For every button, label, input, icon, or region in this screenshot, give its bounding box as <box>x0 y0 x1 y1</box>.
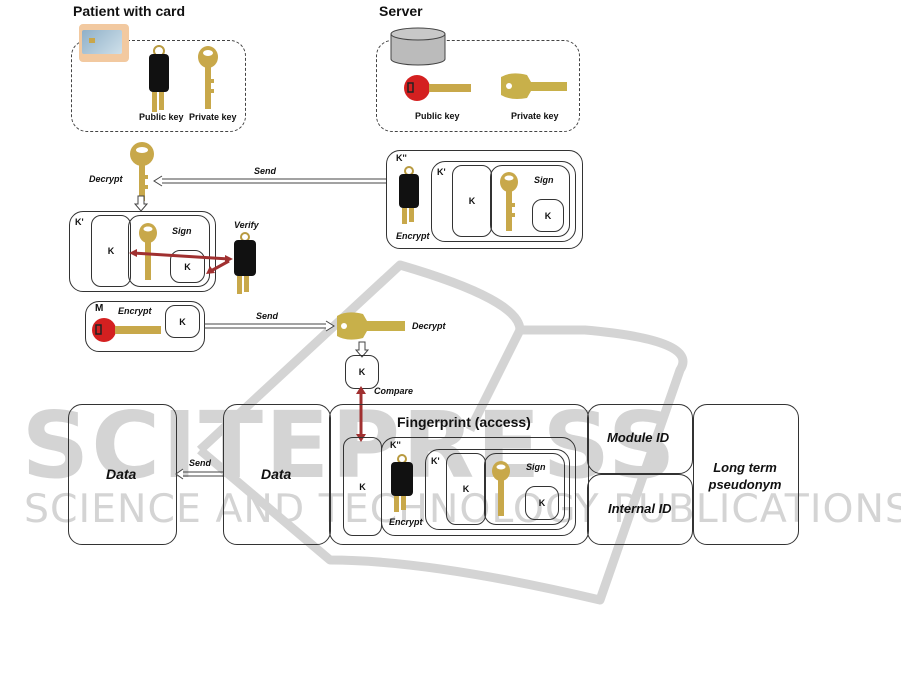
fingerprint-sign-label: Sign <box>526 462 546 472</box>
send-arrow-2 <box>204 320 335 332</box>
data-left-label: Data <box>106 466 137 482</box>
smart-card-icon <box>79 24 129 62</box>
decrypt-label-2: Decrypt <box>412 321 446 331</box>
internal-id-box <box>587 474 693 545</box>
server-k1-label: K' <box>437 167 446 177</box>
server-sign-key-icon <box>500 172 518 231</box>
compare-label: Compare <box>374 386 414 396</box>
server-k2-package <box>386 150 583 249</box>
message-package <box>85 301 205 352</box>
module-id-box <box>587 404 693 474</box>
server-encrypt-label: Encrypt <box>396 231 430 241</box>
data-right-box <box>223 404 331 545</box>
fingerprint-inner-k-box: K <box>446 453 486 525</box>
fingerprint-encrypt-key-icon <box>391 454 413 512</box>
server-private-key-label: Private key <box>511 111 559 121</box>
patient-signed-k-box: K <box>170 250 205 283</box>
patient-group <box>71 40 246 132</box>
patient-k1-label: K' <box>75 217 84 227</box>
server-public-key-label: Public key <box>415 111 460 121</box>
fingerprint-k-box: K <box>343 437 382 536</box>
patient-sign-box <box>128 215 210 287</box>
verify-key-icon <box>234 232 256 294</box>
patient-public-key-label: Public key <box>139 112 184 122</box>
patient-k-box: K <box>91 215 131 287</box>
patient-private-key-icon <box>198 46 218 109</box>
patient-private-key-label: Private key <box>189 112 237 122</box>
verify-arrows <box>129 249 233 274</box>
long-term-pseudonym-label: Long term pseudonym <box>708 460 782 492</box>
fingerprint-sign-key-icon <box>492 461 510 516</box>
message-encrypt-label: Encrypt <box>118 306 152 316</box>
send-label-1: Send <box>254 166 277 176</box>
server-sign-box <box>490 165 570 237</box>
fingerprint-signed-k-box: K <box>525 486 559 520</box>
verify-label: Verify <box>234 220 259 230</box>
fingerprint-k1-label: K' <box>431 456 440 466</box>
module-id-label: Module ID <box>607 430 670 445</box>
send-arrow-1 <box>153 175 386 187</box>
server-private-key-icon <box>501 73 567 99</box>
fingerprint-k2-package <box>381 437 576 536</box>
fingerprint-box <box>329 404 589 545</box>
fingerprint-k1-package <box>425 449 570 530</box>
patient-title: Patient with card <box>73 3 186 19</box>
server-encrypt-key-icon <box>399 166 419 224</box>
compare-arrow <box>356 386 366 442</box>
patient-sign-label: Sign <box>172 226 192 236</box>
fingerprint-k2-label: K'' <box>390 440 401 450</box>
down-arrow-1 <box>133 195 149 212</box>
fingerprint-title: Fingerprint (access) <box>397 414 531 430</box>
message-encrypt-key-icon <box>92 318 161 342</box>
server-group <box>376 40 580 132</box>
decrypt-label-1: Decrypt <box>89 174 123 184</box>
send-label-2: Send <box>256 311 279 321</box>
data-right-label: Data <box>261 466 292 482</box>
server-public-key-icon <box>404 75 471 101</box>
send-label-3: Send <box>189 458 212 468</box>
decrypted-k-box: K <box>345 355 379 389</box>
server-k2-label: K'' <box>396 153 407 163</box>
patient-public-key-icon <box>149 45 169 112</box>
long-term-pseudonym-box <box>693 404 799 545</box>
message-label: M <box>95 303 104 314</box>
server-sign-label: Sign <box>534 175 554 185</box>
send-arrow-3 <box>175 468 223 480</box>
message-k-box: K <box>165 305 200 338</box>
patient-decrypt-key-icon <box>130 142 154 201</box>
server-title: Server <box>379 3 423 19</box>
server-signed-k-box: K <box>532 199 564 232</box>
server-decrypt-key-icon <box>337 312 405 340</box>
fingerprint-encrypt-label: Encrypt <box>389 517 423 527</box>
server-k-box: K <box>452 165 492 237</box>
patient-k1-package <box>69 211 216 292</box>
patient-sign-key-icon <box>139 223 157 280</box>
server-k1-package <box>431 161 576 242</box>
server-database-icon <box>390 27 446 66</box>
down-arrow-2 <box>354 341 370 358</box>
fingerprint-sign-box <box>484 453 565 525</box>
internal-id-label: Internal ID <box>608 501 672 516</box>
